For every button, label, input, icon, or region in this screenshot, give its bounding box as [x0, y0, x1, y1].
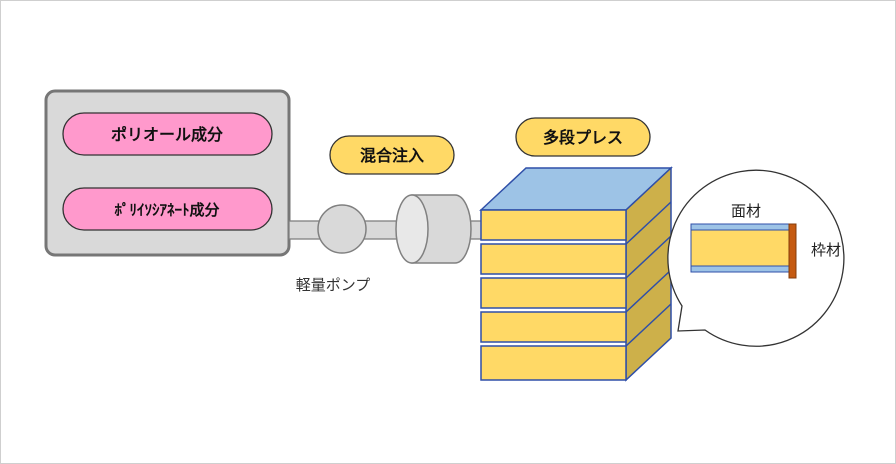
pump-label: 軽量ポンプ — [296, 276, 371, 294]
mixing-head-icon — [395, 194, 472, 264]
polyol-label: ポリオール成分 — [111, 125, 223, 144]
mixing-pill — [329, 135, 455, 175]
press-label: 多段プレス — [543, 128, 623, 147]
isocyanate-pill — [62, 187, 273, 231]
isocyanate-label: ﾎﾟﾘｲｿｼｱﾈｰﾄ成分 — [114, 201, 219, 219]
press-pill — [515, 117, 651, 157]
polyol-pill — [62, 112, 273, 156]
mixing-label: 混合注入 — [360, 146, 424, 165]
panel-detail — [690, 223, 797, 279]
frame-material-label: 枠材 — [811, 241, 841, 259]
press-stack — [479, 166, 673, 382]
pump-icon — [317, 204, 367, 254]
face-material-label: 面材 — [731, 202, 761, 220]
